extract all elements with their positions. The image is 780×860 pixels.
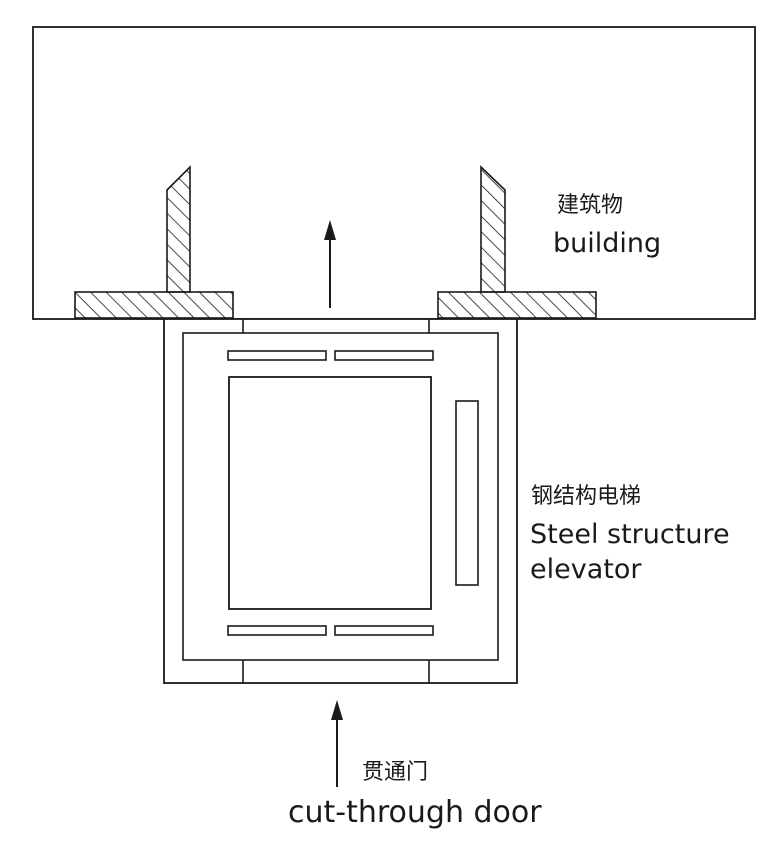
counterweight [455,400,479,586]
right-wall-hatched [437,165,597,319]
elevator-label-en-line1: Steel structure [530,519,730,550]
building-outline [32,26,756,320]
door-label-cn: 贯通门 [362,760,428,785]
top-door-panel-left [227,350,327,361]
door-entry-arrow [331,700,343,787]
elevator-label-cn: 钢结构电梯 [531,484,641,509]
door-label-en: cut-through door [288,795,542,830]
top-door-panel-right [334,350,434,361]
elevator-shaft-outer [163,318,518,684]
elevator-shaft-inner [182,332,499,661]
bottom-door-panel-left [227,625,327,636]
building-label-en: building [553,228,661,259]
elevator-label-en-line2: elevator [530,554,642,585]
building-entry-arrow [324,220,336,308]
left-wall-hatched [74,165,234,319]
elevator-car [228,376,432,610]
bottom-door-panel-right [334,625,434,636]
building-label-cn: 建筑物 [557,193,623,218]
